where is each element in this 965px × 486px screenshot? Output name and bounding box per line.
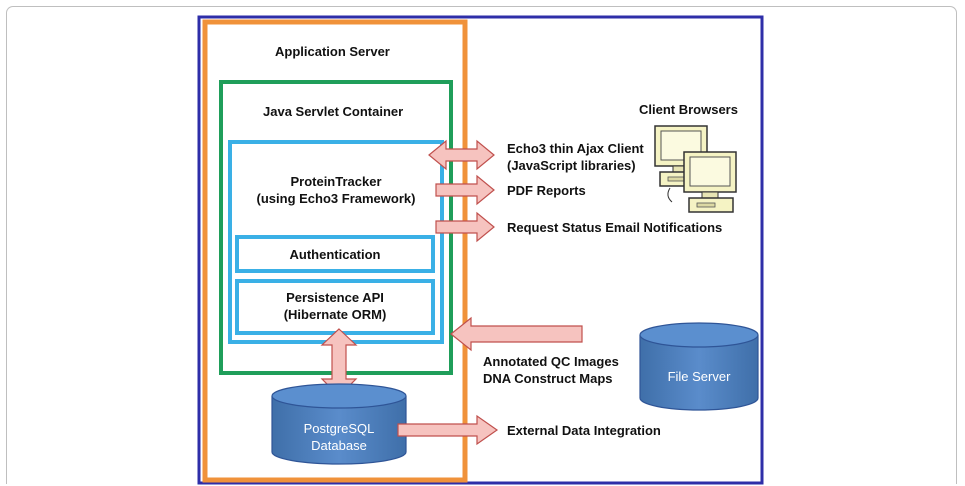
email-notifications-label: Request Status Email Notifications bbox=[507, 220, 723, 235]
dna-maps-label: DNA Construct Maps bbox=[483, 371, 613, 386]
app-server-box bbox=[202, 19, 468, 483]
file-server-icon bbox=[639, 322, 759, 411]
client-browsers-label: Client Browsers bbox=[639, 102, 738, 117]
authentication-box bbox=[235, 235, 435, 273]
persistence-title: Persistence API bbox=[286, 290, 384, 305]
protein-tracker-title: ProteinTracker bbox=[290, 174, 382, 189]
file-server-inbound-arrow bbox=[450, 316, 583, 352]
servlet-container-box bbox=[219, 80, 453, 375]
database-label-line2: Database bbox=[311, 438, 367, 453]
outer-border bbox=[197, 15, 764, 485]
echo3-client-label: Echo3 thin Ajax Client bbox=[507, 141, 644, 156]
email-arrow bbox=[435, 211, 495, 243]
external-data-arrow bbox=[397, 414, 499, 446]
protein-tracker-subtitle: (using Echo3 Framework) bbox=[256, 191, 416, 206]
app-server-label: Application Server bbox=[275, 44, 390, 59]
postgresql-database-icon bbox=[271, 383, 407, 465]
pdf-reports-label: PDF Reports bbox=[507, 183, 586, 198]
computer-icon bbox=[654, 125, 737, 213]
qc-images-label: Annotated QC Images bbox=[483, 354, 619, 369]
authentication-label: Authentication bbox=[289, 247, 381, 262]
pdf-arrow bbox=[435, 174, 495, 206]
file-server-label: File Server bbox=[667, 369, 731, 384]
echo3-libraries-label: (JavaScript libraries) bbox=[507, 158, 636, 173]
figure-frame bbox=[6, 6, 957, 484]
persistence-subtitle: (Hibernate ORM) bbox=[283, 307, 387, 322]
database-label-line1: PostgreSQL bbox=[303, 421, 375, 436]
echo3-bidirectional-arrow bbox=[428, 139, 495, 171]
servlet-container-label: Java Servlet Container bbox=[263, 104, 404, 119]
external-data-label: External Data Integration bbox=[507, 423, 661, 438]
